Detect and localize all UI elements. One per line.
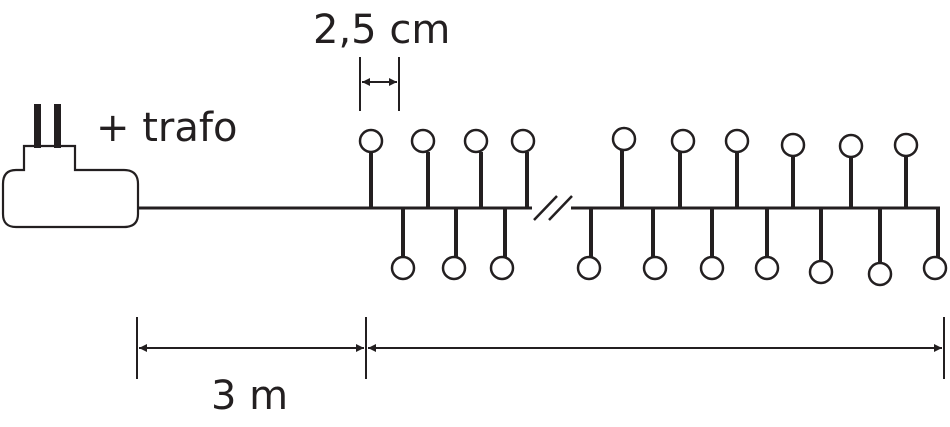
led-bulb-icon xyxy=(838,133,864,208)
led-bulb-icon xyxy=(699,208,725,281)
led-bulb-icon xyxy=(808,208,834,285)
led-bulb-icon xyxy=(754,208,780,281)
led-bulb-icon xyxy=(867,208,893,287)
led-bulb-icon xyxy=(390,208,416,281)
led-bulb-icon xyxy=(463,128,489,208)
lead-length-label: 3 m xyxy=(211,373,289,419)
led-bulb-icon xyxy=(611,126,637,208)
led-bulb-icon xyxy=(724,128,750,208)
bulb-spacing-label: 2,5 cm xyxy=(313,7,451,53)
led-bulb-icon xyxy=(780,132,806,208)
transformer-plug-icon xyxy=(1,104,140,229)
led-bulb-icon xyxy=(922,208,948,281)
led-bulb-icon xyxy=(642,208,668,281)
led-bulb-icon xyxy=(358,128,384,208)
led-bulb-icon xyxy=(510,128,536,208)
bulbs-bottom xyxy=(390,208,948,287)
plug-note-label: + trafo xyxy=(96,105,238,151)
bulbs-top xyxy=(358,126,919,208)
led-bulb-icon xyxy=(893,132,919,208)
led-bulb-icon xyxy=(576,208,602,281)
spacing-dimension xyxy=(359,57,400,111)
led-bulb-icon xyxy=(670,128,696,208)
transformer-body xyxy=(1,144,140,229)
plug-pin xyxy=(34,104,41,148)
plug-pin xyxy=(54,104,61,148)
led-bulb-icon xyxy=(410,128,436,208)
led-bulb-icon xyxy=(441,208,467,281)
wire-break-icon xyxy=(533,195,573,221)
led-bulb-icon xyxy=(489,208,515,281)
length-dimensions xyxy=(136,317,945,379)
